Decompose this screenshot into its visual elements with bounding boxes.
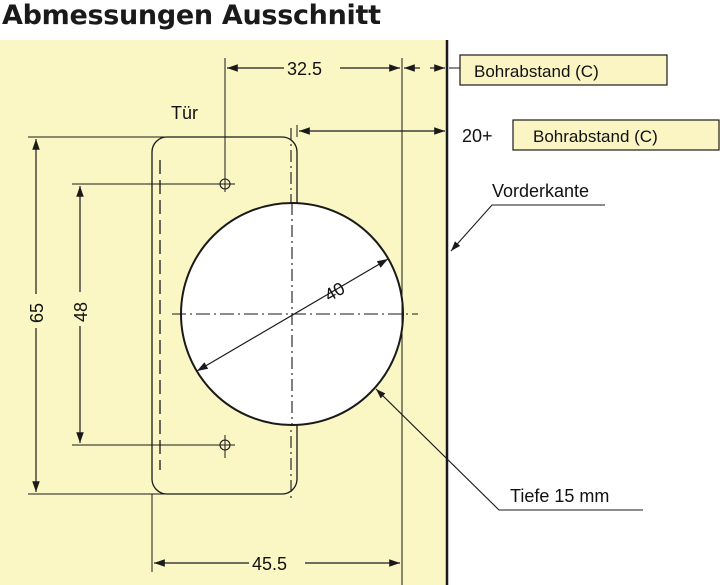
depth-label: Tiefe 15 mm (510, 486, 609, 506)
bohrabstand-box-2 (512, 119, 720, 151)
door-label: Tür (171, 103, 198, 123)
height-outer-label: 65 (27, 303, 47, 323)
dim-45-5-label-gap (249, 550, 305, 574)
bohrabstand-label-2: Bohrabstand (C) (533, 127, 658, 146)
front-edge-label: Vorderkante (492, 181, 589, 201)
height-inner-label: 48 (71, 302, 91, 322)
top-dimension-label: 32.5 (287, 59, 322, 79)
page-title: Abmessungen Ausschnitt (2, 0, 381, 31)
dim-65-label-gap (26, 294, 46, 328)
dim-48-label-gap (70, 292, 90, 326)
bohrabstand-label-1: Bohrabstand (C) (474, 62, 599, 81)
depth-leader (375, 388, 643, 511)
offset-prefix-label: 20+ (462, 126, 493, 146)
dim-32-5-label-gap (284, 56, 340, 78)
bohrabstand-box-1 (459, 54, 668, 86)
bottom-dimension-label: 45.5 (252, 554, 287, 574)
diameter-dimension-line (196, 258, 389, 372)
front-edge-leader (450, 204, 605, 252)
